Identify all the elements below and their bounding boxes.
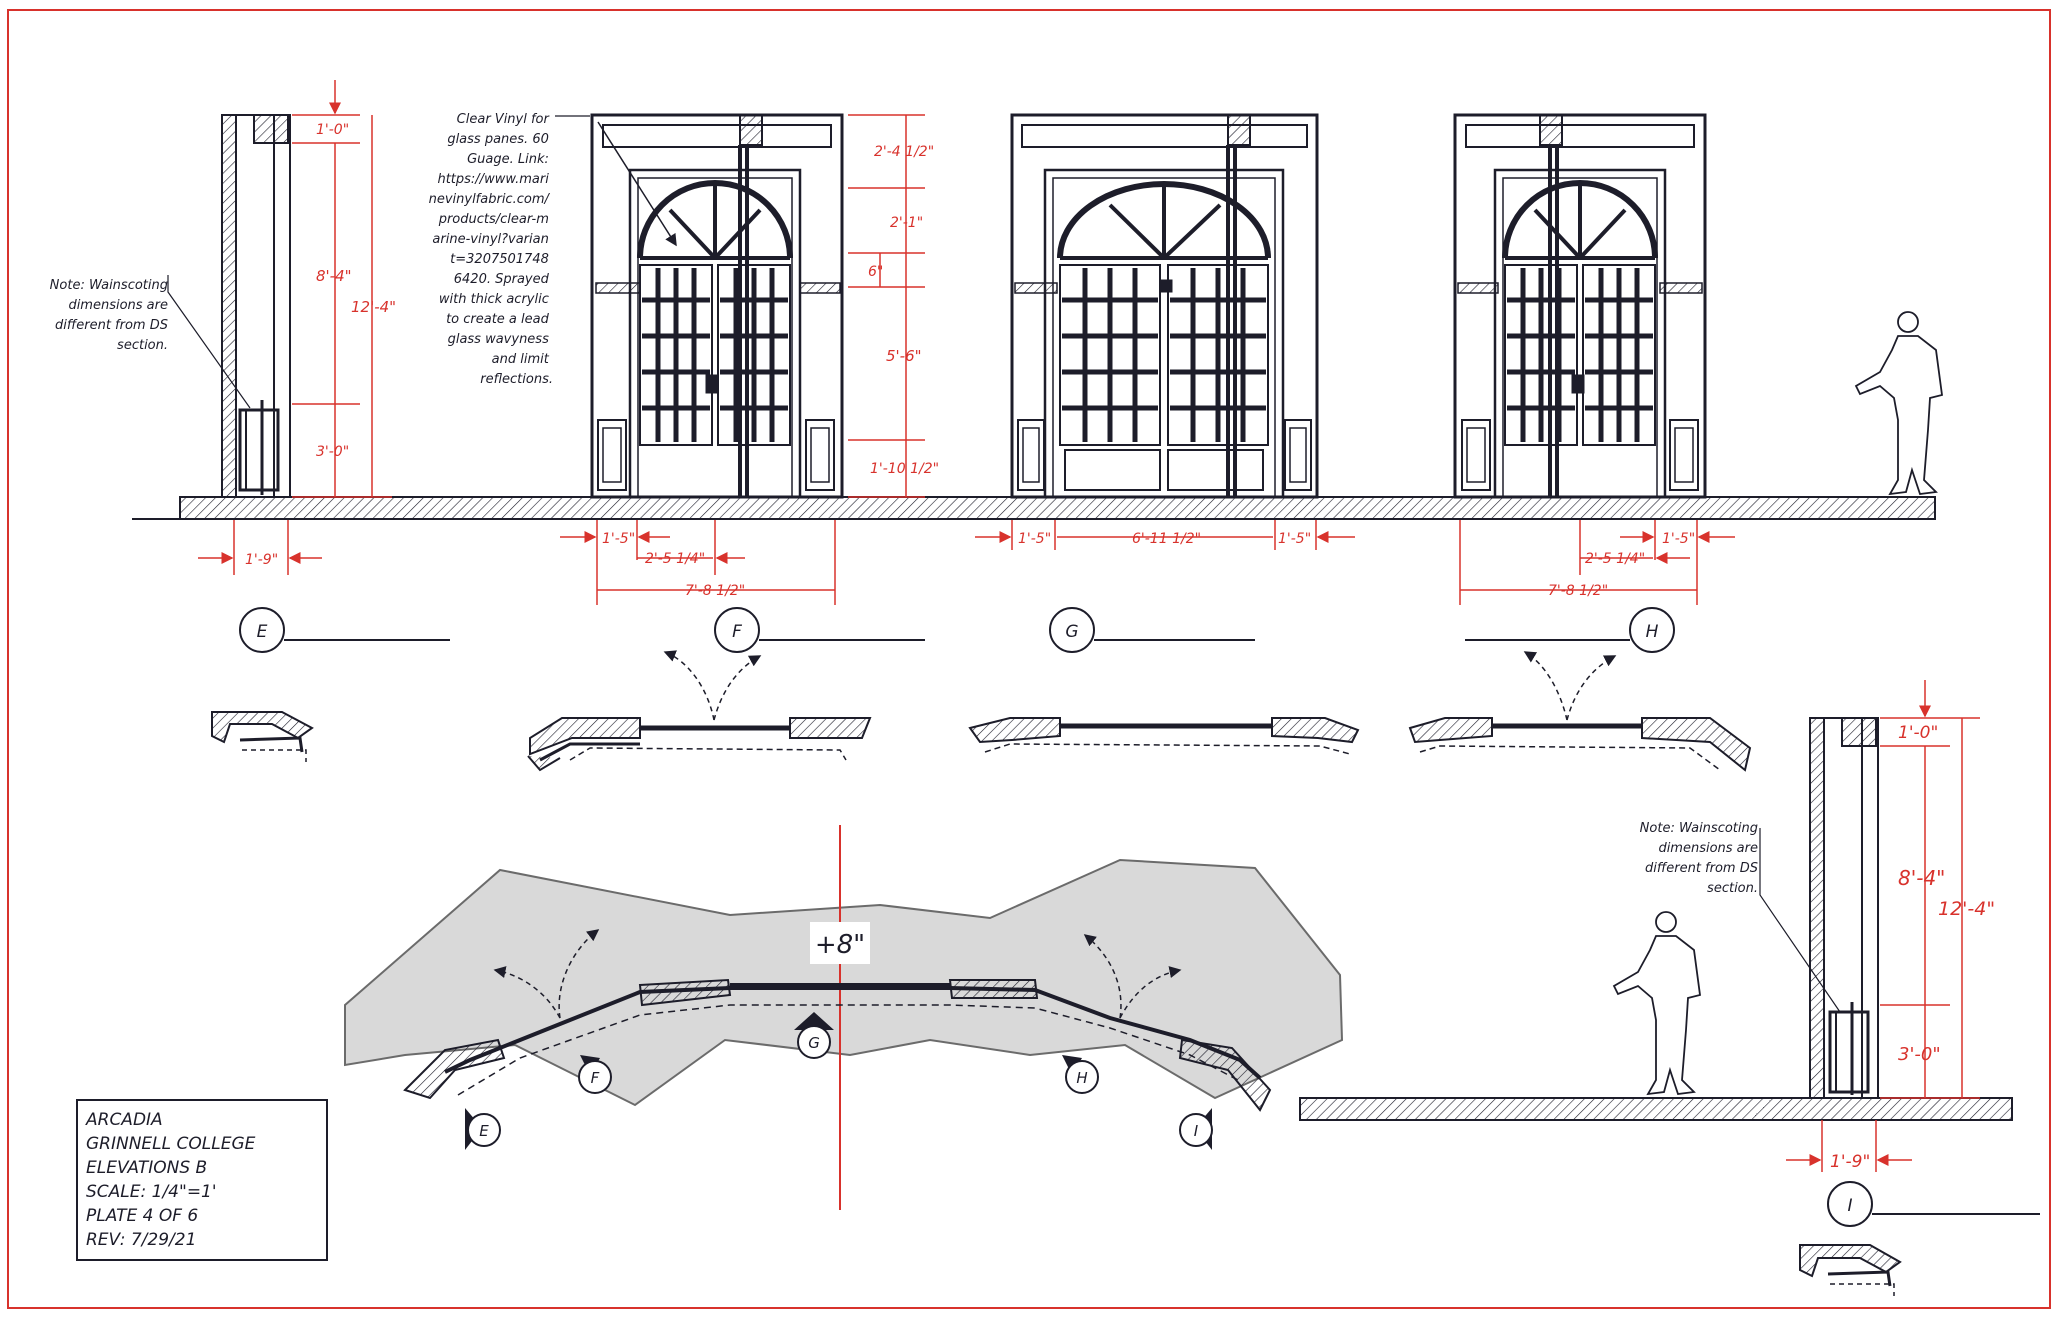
dims-g [975, 520, 1355, 550]
plan-piece-f [527, 650, 872, 772]
section-i-marker: I [1827, 1181, 2040, 1227]
svg-text:3'-0": 3'-0" [1898, 1044, 1941, 1065]
svg-text:6": 6" [868, 264, 883, 280]
elevation-f [590, 113, 844, 499]
section-g-marker: G [1049, 607, 1255, 653]
svg-text:REV: 7/29/21: REV: 7/29/21 [86, 1230, 196, 1250]
elevation-e [167, 114, 291, 498]
svg-text:8'-4": 8'-4" [316, 267, 352, 285]
svg-text:E: E [257, 622, 268, 642]
svg-text:1'-5": 1'-5" [1018, 531, 1051, 547]
plan-elevation-marker: +8" [815, 930, 865, 960]
floor-slab-upper [179, 496, 1936, 520]
svg-text:SCALE: 1/4"=1': SCALE: 1/4"=1' [86, 1182, 217, 1202]
plan-tag-h: H [1062, 1055, 1099, 1094]
elevation-g [1010, 113, 1319, 499]
plan-tag-i: I [1179, 1108, 1213, 1150]
svg-text:GRINNELL COLLEGE: GRINNELL COLLEGE [86, 1134, 256, 1154]
dims-i [1786, 680, 1980, 1172]
svg-text:2'-4 1/2": 2'-4 1/2" [874, 144, 934, 160]
svg-text:F: F [591, 1069, 600, 1087]
dims-e [198, 80, 392, 575]
human-figure-upper [1854, 311, 1943, 496]
section-e-marker: E [239, 607, 450, 653]
svg-text:1'-9": 1'-9" [245, 552, 278, 568]
dims-f-horizontal [560, 520, 836, 605]
section-h-marker: H [1465, 607, 1675, 653]
svg-text:3'-0": 3'-0" [316, 444, 349, 460]
svg-text:12'-4": 12'-4" [1938, 898, 1995, 920]
svg-text:2'-1": 2'-1" [890, 215, 923, 231]
svg-text:8'-4": 8'-4" [1898, 866, 1945, 890]
svg-text:1'-0": 1'-0" [1898, 723, 1938, 743]
svg-text:1'-5": 1'-5" [1662, 531, 1695, 547]
plan-piece-e [211, 711, 314, 762]
sheet-border [7, 9, 2051, 1309]
elevation-i [1759, 717, 1879, 1099]
svg-text:F: F [732, 622, 742, 642]
dims-f-vertical [848, 114, 925, 498]
svg-text:2'-5 1/4": 2'-5 1/4" [1585, 551, 1645, 567]
plan-wall-run [403, 929, 1272, 1112]
plan-tag-e: E [465, 1108, 501, 1150]
svg-text:G: G [1065, 622, 1078, 642]
dims-h [1459, 520, 1735, 605]
svg-text:6'-11 1/2": 6'-11 1/2" [1132, 531, 1201, 547]
plan-tag-f: F [578, 1055, 612, 1094]
section-f-marker: F [714, 607, 925, 653]
elevation-h [1453, 113, 1707, 499]
plan-piece-h [1408, 651, 1752, 772]
svg-text:2'-5 1/4": 2'-5 1/4" [645, 551, 705, 567]
svg-text:5'-6": 5'-6" [886, 347, 922, 365]
title-block: ARCADIA GRINNELL COLLEGE ELEVATIONS B SC… [76, 1099, 328, 1261]
svg-text:PLATE 4 OF 6: PLATE 4 OF 6 [86, 1206, 198, 1226]
svg-text:1'-5": 1'-5" [1278, 531, 1311, 547]
floor-slab-lower [1299, 1097, 2013, 1121]
vinyl-note: Clear Vinyl for glass panes. 60 Guage. L… [429, 112, 553, 387]
svg-text:7'-8 1/2": 7'-8 1/2" [685, 583, 745, 599]
svg-text:12'-4": 12'-4" [351, 298, 396, 316]
svg-text:ELEVATIONS B: ELEVATIONS B [86, 1158, 207, 1178]
vinyl-leader-arrow [597, 121, 677, 247]
svg-text:1'-5": 1'-5" [602, 531, 635, 547]
svg-text:I: I [1847, 1196, 1852, 1216]
plan-piece-g [968, 717, 1360, 755]
svg-text:H: H [1646, 622, 1659, 642]
svg-text:I: I [1194, 1122, 1199, 1140]
svg-text:ARCADIA: ARCADIA [85, 1110, 163, 1130]
plan-piece-i [1799, 1244, 1902, 1296]
plan-floor-area [344, 858, 1344, 1107]
svg-text:1'-0": 1'-0" [316, 122, 349, 138]
human-figure-lower [1612, 911, 1701, 1096]
svg-text:E: E [479, 1122, 489, 1140]
svg-text:1'-10 1/2": 1'-10 1/2" [870, 461, 939, 477]
svg-text:1'-9": 1'-9" [1830, 1152, 1870, 1172]
svg-text:H: H [1076, 1069, 1087, 1087]
svg-text:G: G [808, 1034, 820, 1052]
svg-text:Clear Vinyl for glass pa: Clear Vinyl for glass panes. 60 Guage. L… [429, 112, 553, 387]
plan-tag-g: G [794, 1012, 834, 1059]
svg-text:7'-8 1/2": 7'-8 1/2" [1548, 583, 1608, 599]
